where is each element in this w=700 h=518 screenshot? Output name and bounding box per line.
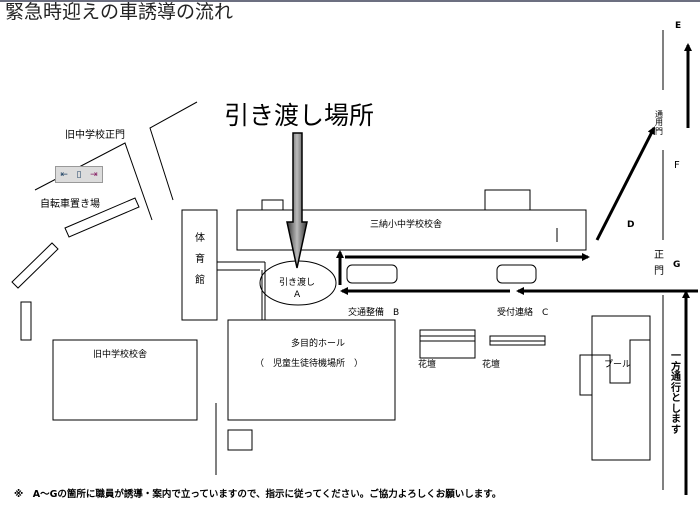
- flow-arrow: [595, 126, 656, 241]
- old-gate-label: 旧中学校正門: [65, 130, 125, 141]
- bike-shed-2: [11, 242, 59, 289]
- handover-label: 引き渡し: [279, 278, 316, 288]
- main-gate-label: 正門: [654, 250, 664, 277]
- point-g-label: G: [673, 260, 681, 270]
- small-building: [227, 429, 253, 451]
- footer-note: ※ A～Gの箇所に職員が誘導・案内で立っていますので、指示に従ってください。ご協…: [14, 489, 502, 500]
- point-e-label: E: [675, 21, 682, 31]
- point-c-label: 受付連絡 C: [497, 308, 549, 318]
- school-annex: [484, 189, 531, 211]
- flower-bed-label: 花壇: [418, 360, 437, 370]
- point-b-label: 交通整備 B: [348, 308, 400, 318]
- first-icon[interactable]: ⇤: [60, 169, 68, 180]
- school-label: 三納小中学校校舎: [370, 220, 443, 230]
- gym-label: 体育館: [195, 233, 205, 286]
- road-line: [149, 101, 198, 201]
- one-way-label: 一方通行とします: [671, 351, 681, 436]
- view-toolbar[interactable]: ⇤ ▯ ⇥: [55, 166, 103, 183]
- page-icon[interactable]: ▯: [76, 169, 82, 180]
- last-icon[interactable]: ⇥: [90, 169, 98, 180]
- point-a-label: A: [294, 290, 301, 300]
- handover-arrow: [286, 132, 308, 269]
- window-top-bar: [0, 0, 700, 2]
- small-building: [20, 301, 32, 341]
- page-title: 緊急時迎えの車誘導の流れ: [5, 1, 234, 23]
- school-building: [236, 209, 587, 251]
- car: [496, 264, 537, 284]
- school-annex: [261, 199, 284, 211]
- bike-label: 自転車置き場: [40, 199, 100, 210]
- old-school-label: 旧中学校校舎: [93, 350, 148, 360]
- point-f-label: F: [674, 160, 680, 171]
- gym-building: [181, 209, 218, 321]
- car: [346, 264, 398, 284]
- hall-sub-label: （ 児童生徒待機場所 ）: [255, 359, 364, 369]
- bike-shed: [64, 197, 140, 238]
- point-d-label: D: [627, 220, 635, 230]
- hall-label: 多目的ホール: [291, 339, 346, 349]
- pool-building: [591, 315, 651, 461]
- flower-bed: [419, 329, 476, 359]
- pool-label: プール: [604, 360, 632, 370]
- hall-building: [227, 319, 396, 421]
- side-gate-label: 通用門: [655, 110, 663, 136]
- handover-place-heading: 引き渡し場所: [224, 101, 375, 130]
- flower-bed-label: 花壇: [482, 360, 501, 370]
- old-school-building: [52, 339, 198, 421]
- corridor: [217, 261, 266, 320]
